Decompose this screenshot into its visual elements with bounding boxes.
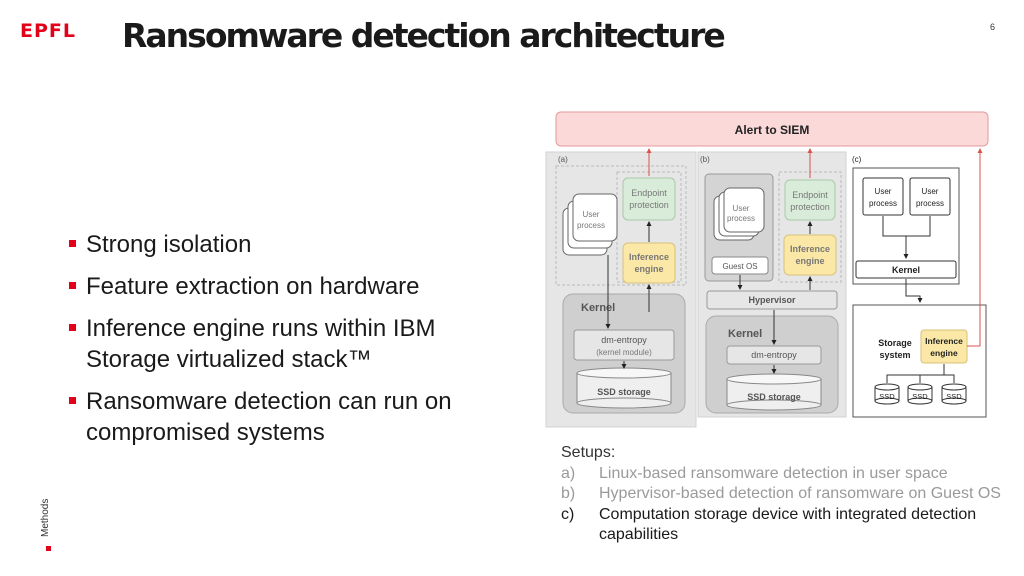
user-process-label: process xyxy=(916,199,944,208)
dm-entropy-label: dm-entropy xyxy=(751,350,797,360)
ssd-storage-cylinder xyxy=(726,373,822,411)
endpoint-protection-box xyxy=(784,179,836,221)
inference-engine-box xyxy=(622,242,676,284)
ssd-label: SSD xyxy=(879,392,895,401)
guest-os-label: Guest OS xyxy=(722,262,757,271)
guest-os-box xyxy=(711,256,769,275)
inference-engine-box xyxy=(783,234,837,276)
setups-caption: Setups: a) Linux-based ransomware detect… xyxy=(561,443,1001,546)
page-title: Ransomware detection architecture xyxy=(122,16,726,55)
caption-item-text: Computation storage device with integrat… xyxy=(599,505,977,544)
caption-item-label: a) xyxy=(561,464,576,482)
inference-label: Inference xyxy=(790,244,830,254)
storage-system-label: system xyxy=(879,350,910,360)
bullet-item: Feature extraction on hardware xyxy=(68,271,508,302)
user-process-label: process xyxy=(869,199,897,208)
user-process-label: User xyxy=(922,187,939,196)
bullet-item: Inference engine runs within IBM Storage… xyxy=(68,313,508,375)
user-process-box xyxy=(909,177,951,216)
caption-item-label: c) xyxy=(561,505,575,523)
dm-entropy-box xyxy=(726,345,822,365)
bullet-item: Strong isolation xyxy=(68,229,508,260)
alert-arrow xyxy=(967,148,983,347)
inference-label: engine xyxy=(930,348,958,358)
section-marker xyxy=(46,546,51,551)
caption-item-text: Hypervisor-based detection of ransomware… xyxy=(599,485,1001,502)
inference-engine-box xyxy=(920,329,968,364)
ssd-storage-label: SSD storage xyxy=(747,392,801,402)
alert-box xyxy=(555,111,989,147)
dm-entropy-label: (kernel module) xyxy=(596,348,652,357)
dm-entropy-box xyxy=(573,329,675,361)
ssd-disk xyxy=(874,383,900,405)
inference-label: Inference xyxy=(925,336,963,346)
ssd-storage-cylinder xyxy=(576,367,672,409)
bullet-marker xyxy=(69,397,76,404)
panel-a-tag: (a) xyxy=(558,155,568,164)
bullet-item: Ransomware detection can run on compromi… xyxy=(68,386,508,448)
caption-item-label: b) xyxy=(561,485,576,502)
bullet-marker xyxy=(69,324,76,331)
caption-item-a: a) Linux-based ransomware detection in u… xyxy=(561,464,1001,485)
user-process-label: User xyxy=(583,210,600,219)
kernel-label: Kernel xyxy=(892,265,920,275)
user-process-card xyxy=(572,193,618,242)
alert-label: Alert to SIEM xyxy=(735,123,810,137)
kernel-box xyxy=(855,260,957,279)
bullet-marker xyxy=(69,240,76,247)
page-number: 6 xyxy=(990,22,996,32)
hypervisor-label: Hypervisor xyxy=(748,295,796,305)
user-process-label: User xyxy=(875,187,892,196)
bullet-list: Strong isolation Feature extraction on h… xyxy=(68,229,508,459)
setup-a-panel: (a) User process Endpoint protection Inf… xyxy=(545,151,697,428)
caption-item-b: b) Hypervisor-based detection of ransomw… xyxy=(561,484,1001,505)
endpoint-label: protection xyxy=(629,200,669,210)
inference-label: Inference xyxy=(629,252,669,262)
storage-device-box xyxy=(852,304,987,418)
dm-entropy-label: dm-entropy xyxy=(601,335,647,345)
endpoint-label: protection xyxy=(790,202,830,212)
caption-heading: Setups: xyxy=(561,444,616,461)
user-process-card xyxy=(723,187,765,233)
inference-label: engine xyxy=(634,264,663,274)
endpoint-protection-box xyxy=(622,177,676,221)
user-process-label: process xyxy=(577,221,605,230)
caption-item-c: c) Computation storage device with integ… xyxy=(561,505,1001,546)
ssd-disk xyxy=(941,383,967,405)
user-process-box xyxy=(862,177,904,216)
ssd-label: SSD xyxy=(946,392,962,401)
kernel-label: Kernel xyxy=(581,302,615,314)
user-process-label: User xyxy=(733,204,750,213)
epfl-logo: EPFL xyxy=(20,20,76,42)
panel-b-tag: (b) xyxy=(700,155,710,164)
user-process-label: process xyxy=(727,214,755,223)
setup-b-panel: (b) User process Guest OS Endpoint prote… xyxy=(697,151,847,418)
endpoint-label: Endpoint xyxy=(792,190,828,200)
setup-c-panel: (c) User process User process Kernel Sto… xyxy=(850,152,990,427)
panel-c-tag: (c) xyxy=(852,155,862,164)
storage-system-label: Storage xyxy=(878,338,912,348)
ssd-disk xyxy=(907,383,933,405)
ssd-label: SSD xyxy=(912,392,928,401)
caption-item-text: Linux-based ransomware detection in user… xyxy=(599,464,948,482)
kernel-label: Kernel xyxy=(728,328,762,340)
bullet-marker xyxy=(69,282,76,289)
endpoint-label: Endpoint xyxy=(631,188,667,198)
ssd-storage-label: SSD storage xyxy=(597,387,651,397)
inference-label: engine xyxy=(795,256,824,266)
hypervisor-box xyxy=(706,290,838,310)
